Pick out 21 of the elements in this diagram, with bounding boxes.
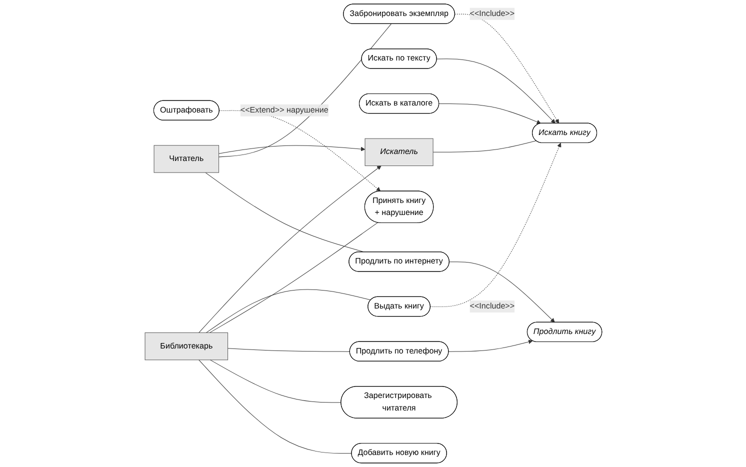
arrow <box>454 14 559 124</box>
node-box: Читатель <box>153 145 219 173</box>
node-box: Библиотекарь <box>144 332 228 360</box>
connector <box>206 289 371 333</box>
arrow <box>218 145 365 154</box>
connector <box>204 172 364 252</box>
connector <box>432 140 536 152</box>
arrow <box>430 142 561 307</box>
arrow <box>448 340 532 352</box>
arrow <box>448 262 554 323</box>
arrow <box>436 58 555 124</box>
connector <box>227 348 350 352</box>
node-box: Искатель <box>364 138 433 166</box>
connector <box>208 222 378 333</box>
edge-label: <<Extend>> нарушение <box>240 106 328 114</box>
edge-label: <<Include>> <box>469 302 514 311</box>
arrow <box>198 166 381 333</box>
connector <box>210 360 341 403</box>
arrow <box>438 104 541 124</box>
connector <box>198 360 352 454</box>
edge-label: <<Include>> <box>469 9 514 18</box>
